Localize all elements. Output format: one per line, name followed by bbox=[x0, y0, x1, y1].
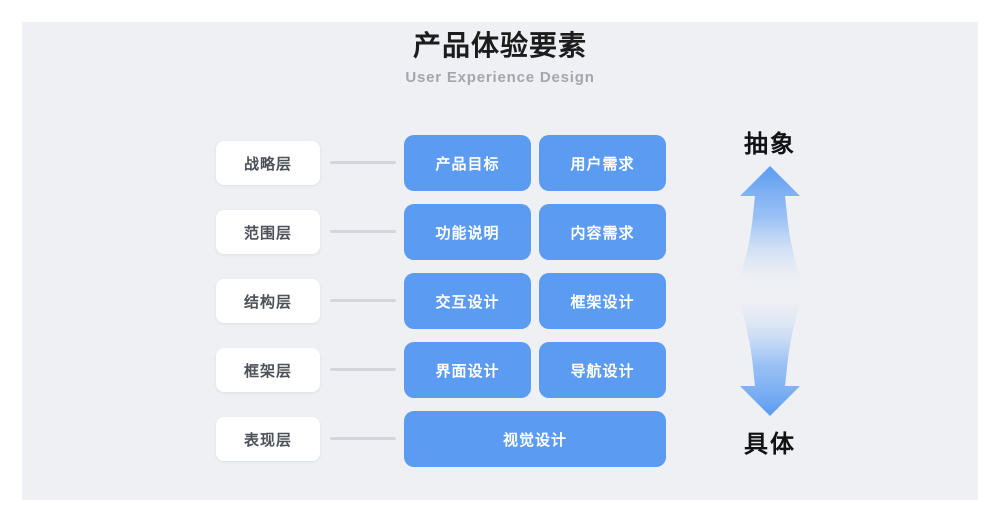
element-group-4: 界面设计 导航设计 bbox=[404, 342, 666, 398]
header: 产品体验要素 User Experience Design bbox=[0, 28, 1000, 88]
layer-row-2: 范围层 功能说明 内容需求 bbox=[0, 204, 1000, 260]
element-group-5: 视觉设计 bbox=[404, 411, 666, 467]
layer-row-5: 表现层 视觉设计 bbox=[0, 411, 1000, 467]
layer-chip-label: 战略层 bbox=[243, 155, 292, 173]
layer-chip-label: 框架层 bbox=[243, 362, 292, 380]
connector-line bbox=[330, 161, 396, 164]
axis-label-abstract: 抽象 bbox=[744, 131, 796, 158]
page-subtitle: User Experience Design bbox=[405, 69, 595, 86]
element-group-2: 功能说明 内容需求 bbox=[404, 204, 666, 260]
element-box-product-goal[interactable]: 产品目标 bbox=[404, 135, 531, 191]
layer-chip-scope[interactable]: 范围层 bbox=[216, 210, 320, 254]
element-box-functional-spec[interactable]: 功能说明 bbox=[404, 204, 531, 260]
element-box-navigation-design[interactable]: 导航设计 bbox=[539, 342, 666, 398]
layer-chip-label: 结构层 bbox=[243, 293, 292, 311]
element-box-visual-design[interactable]: 视觉设计 bbox=[404, 411, 666, 467]
element-group-1: 产品目标 用户需求 bbox=[404, 135, 666, 191]
connector-line bbox=[330, 299, 396, 302]
layer-row-1: 战略层 产品目标 用户需求 bbox=[0, 135, 1000, 191]
layer-chip-strategy[interactable]: 战略层 bbox=[216, 141, 320, 185]
element-box-interaction-design[interactable]: 交互设计 bbox=[404, 273, 531, 329]
element-box-information-architecture[interactable]: 框架设计 bbox=[539, 273, 666, 329]
layer-chip-structure[interactable]: 结构层 bbox=[216, 279, 320, 323]
element-box-user-needs[interactable]: 用户需求 bbox=[539, 135, 666, 191]
arrow-up-icon bbox=[690, 164, 850, 284]
abstraction-axis: 抽象 bbox=[690, 118, 850, 468]
connector-line bbox=[330, 368, 396, 371]
layer-chip-label: 范围层 bbox=[243, 224, 292, 242]
axis-label-concrete: 具体 bbox=[744, 431, 796, 458]
layer-row-3: 结构层 交互设计 框架设计 bbox=[0, 273, 1000, 329]
arrow-down-icon bbox=[690, 298, 850, 418]
layer-chip-surface[interactable]: 表现层 bbox=[216, 417, 320, 461]
page-title: 产品体验要素 bbox=[412, 30, 587, 61]
connector-line bbox=[330, 437, 396, 440]
layer-row-4: 框架层 界面设计 导航设计 bbox=[0, 342, 1000, 398]
layer-chip-label: 表现层 bbox=[243, 431, 292, 449]
element-box-content-requirements[interactable]: 内容需求 bbox=[539, 204, 666, 260]
connector-line bbox=[330, 230, 396, 233]
element-group-3: 交互设计 框架设计 bbox=[404, 273, 666, 329]
layer-chip-skeleton[interactable]: 框架层 bbox=[216, 348, 320, 392]
element-box-interface-design[interactable]: 界面设计 bbox=[404, 342, 531, 398]
